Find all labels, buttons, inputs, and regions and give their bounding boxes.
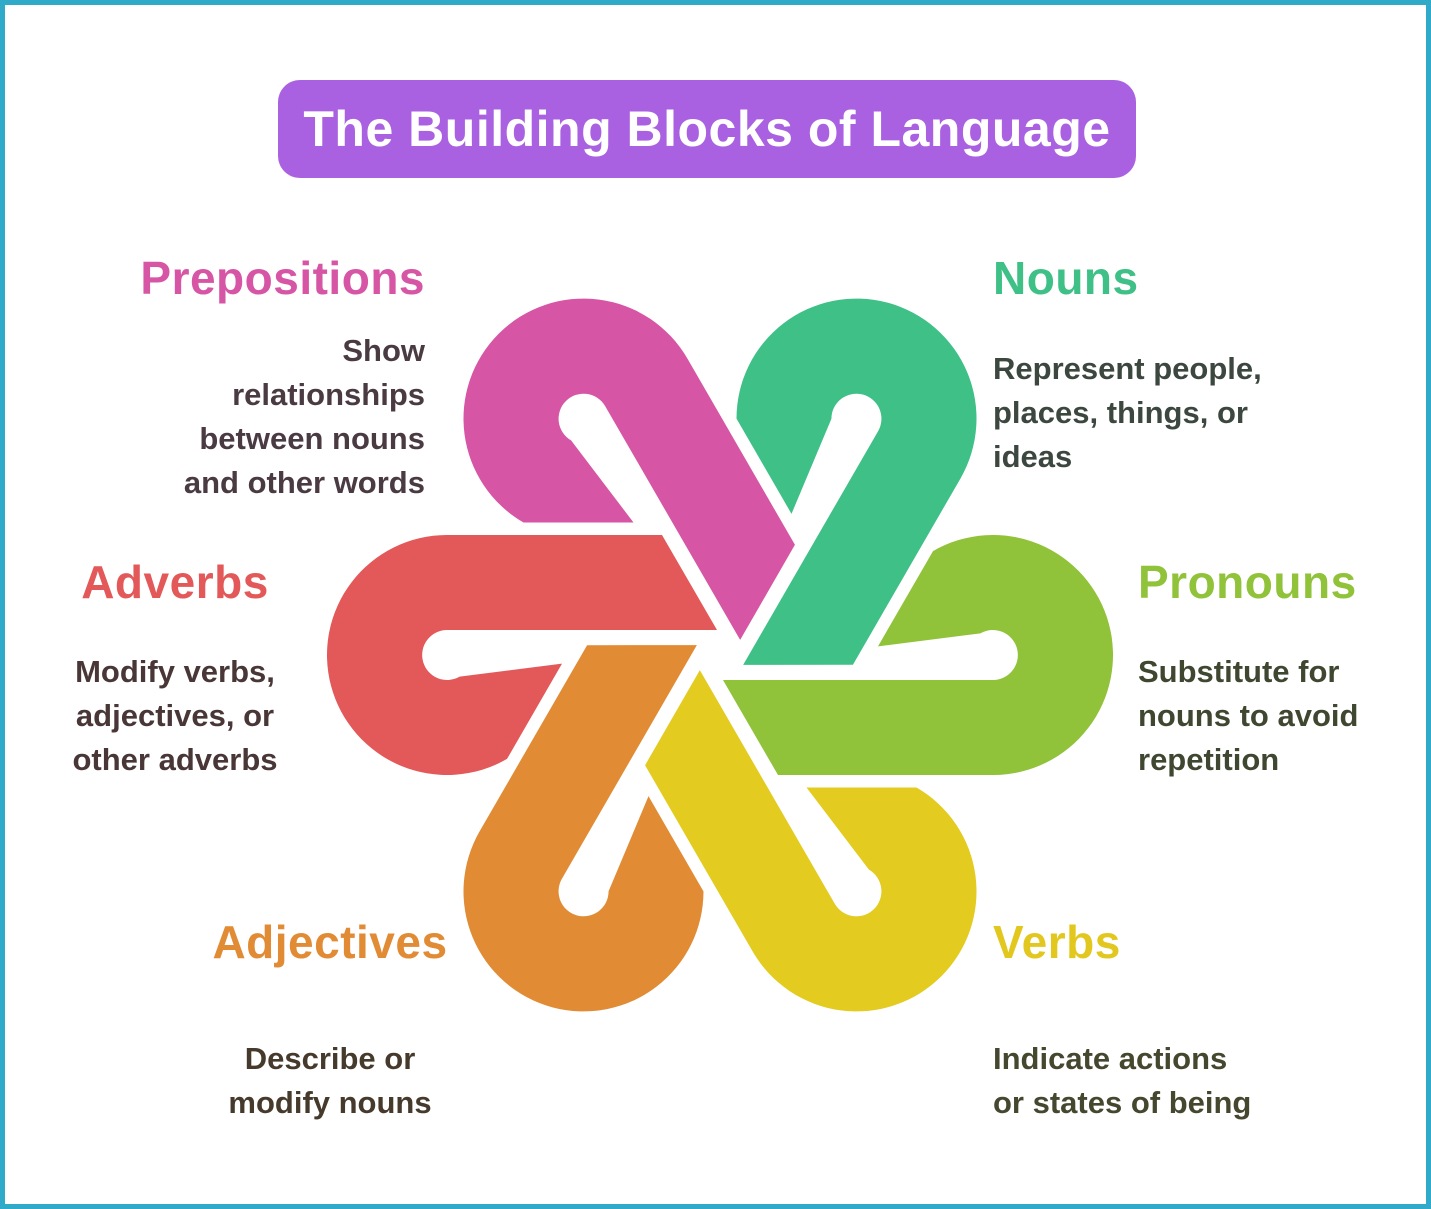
section-description: Indicate actions or states of being xyxy=(993,1041,1252,1120)
verbs-loop-icon xyxy=(645,670,977,1012)
pronouns-loop-icon xyxy=(723,535,1114,775)
section-adverbs: Adverbs Modify verbs, adjectives, or oth… xyxy=(25,555,325,782)
section-nouns: Nouns Represent people, places, things, … xyxy=(993,251,1373,479)
knot-graphic xyxy=(326,298,1114,1012)
section-heading: Pronouns xyxy=(1138,556,1357,608)
section-prepositions: Prepositions Show relationships between … xyxy=(63,251,425,505)
adverbs-loop-icon xyxy=(326,535,717,775)
section-verbs: Verbs Indicate actions or states of bein… xyxy=(993,915,1333,1125)
section-heading: Prepositions xyxy=(140,252,425,304)
section-description: Show relationships between nouns and oth… xyxy=(183,333,425,500)
section-description: Represent people, places, things, or ide… xyxy=(993,351,1262,474)
section-heading: Adjectives xyxy=(212,916,448,968)
section-heading: Verbs xyxy=(993,916,1121,968)
section-heading: Adverbs xyxy=(81,556,269,608)
section-heading: Nouns xyxy=(993,252,1139,304)
prepositions-loop-icon xyxy=(463,298,795,640)
nouns-loop-icon xyxy=(736,298,977,665)
knot-pieces xyxy=(326,298,1114,1012)
section-description: Modify verbs, adjectives, or other adver… xyxy=(72,654,278,777)
adjectives-loop-icon xyxy=(463,645,704,1012)
section-description: Substitute for nouns to avoid repetition xyxy=(1138,654,1359,777)
section-adjectives: Adjectives Describe or modify nouns xyxy=(175,915,485,1125)
page-title: The Building Blocks of Language xyxy=(303,101,1111,157)
section-pronouns: Pronouns Substitute for nouns to avoid r… xyxy=(1138,555,1418,782)
section-description: Describe or modify nouns xyxy=(228,1041,432,1120)
title-banner: The Building Blocks of Language xyxy=(278,80,1136,178)
